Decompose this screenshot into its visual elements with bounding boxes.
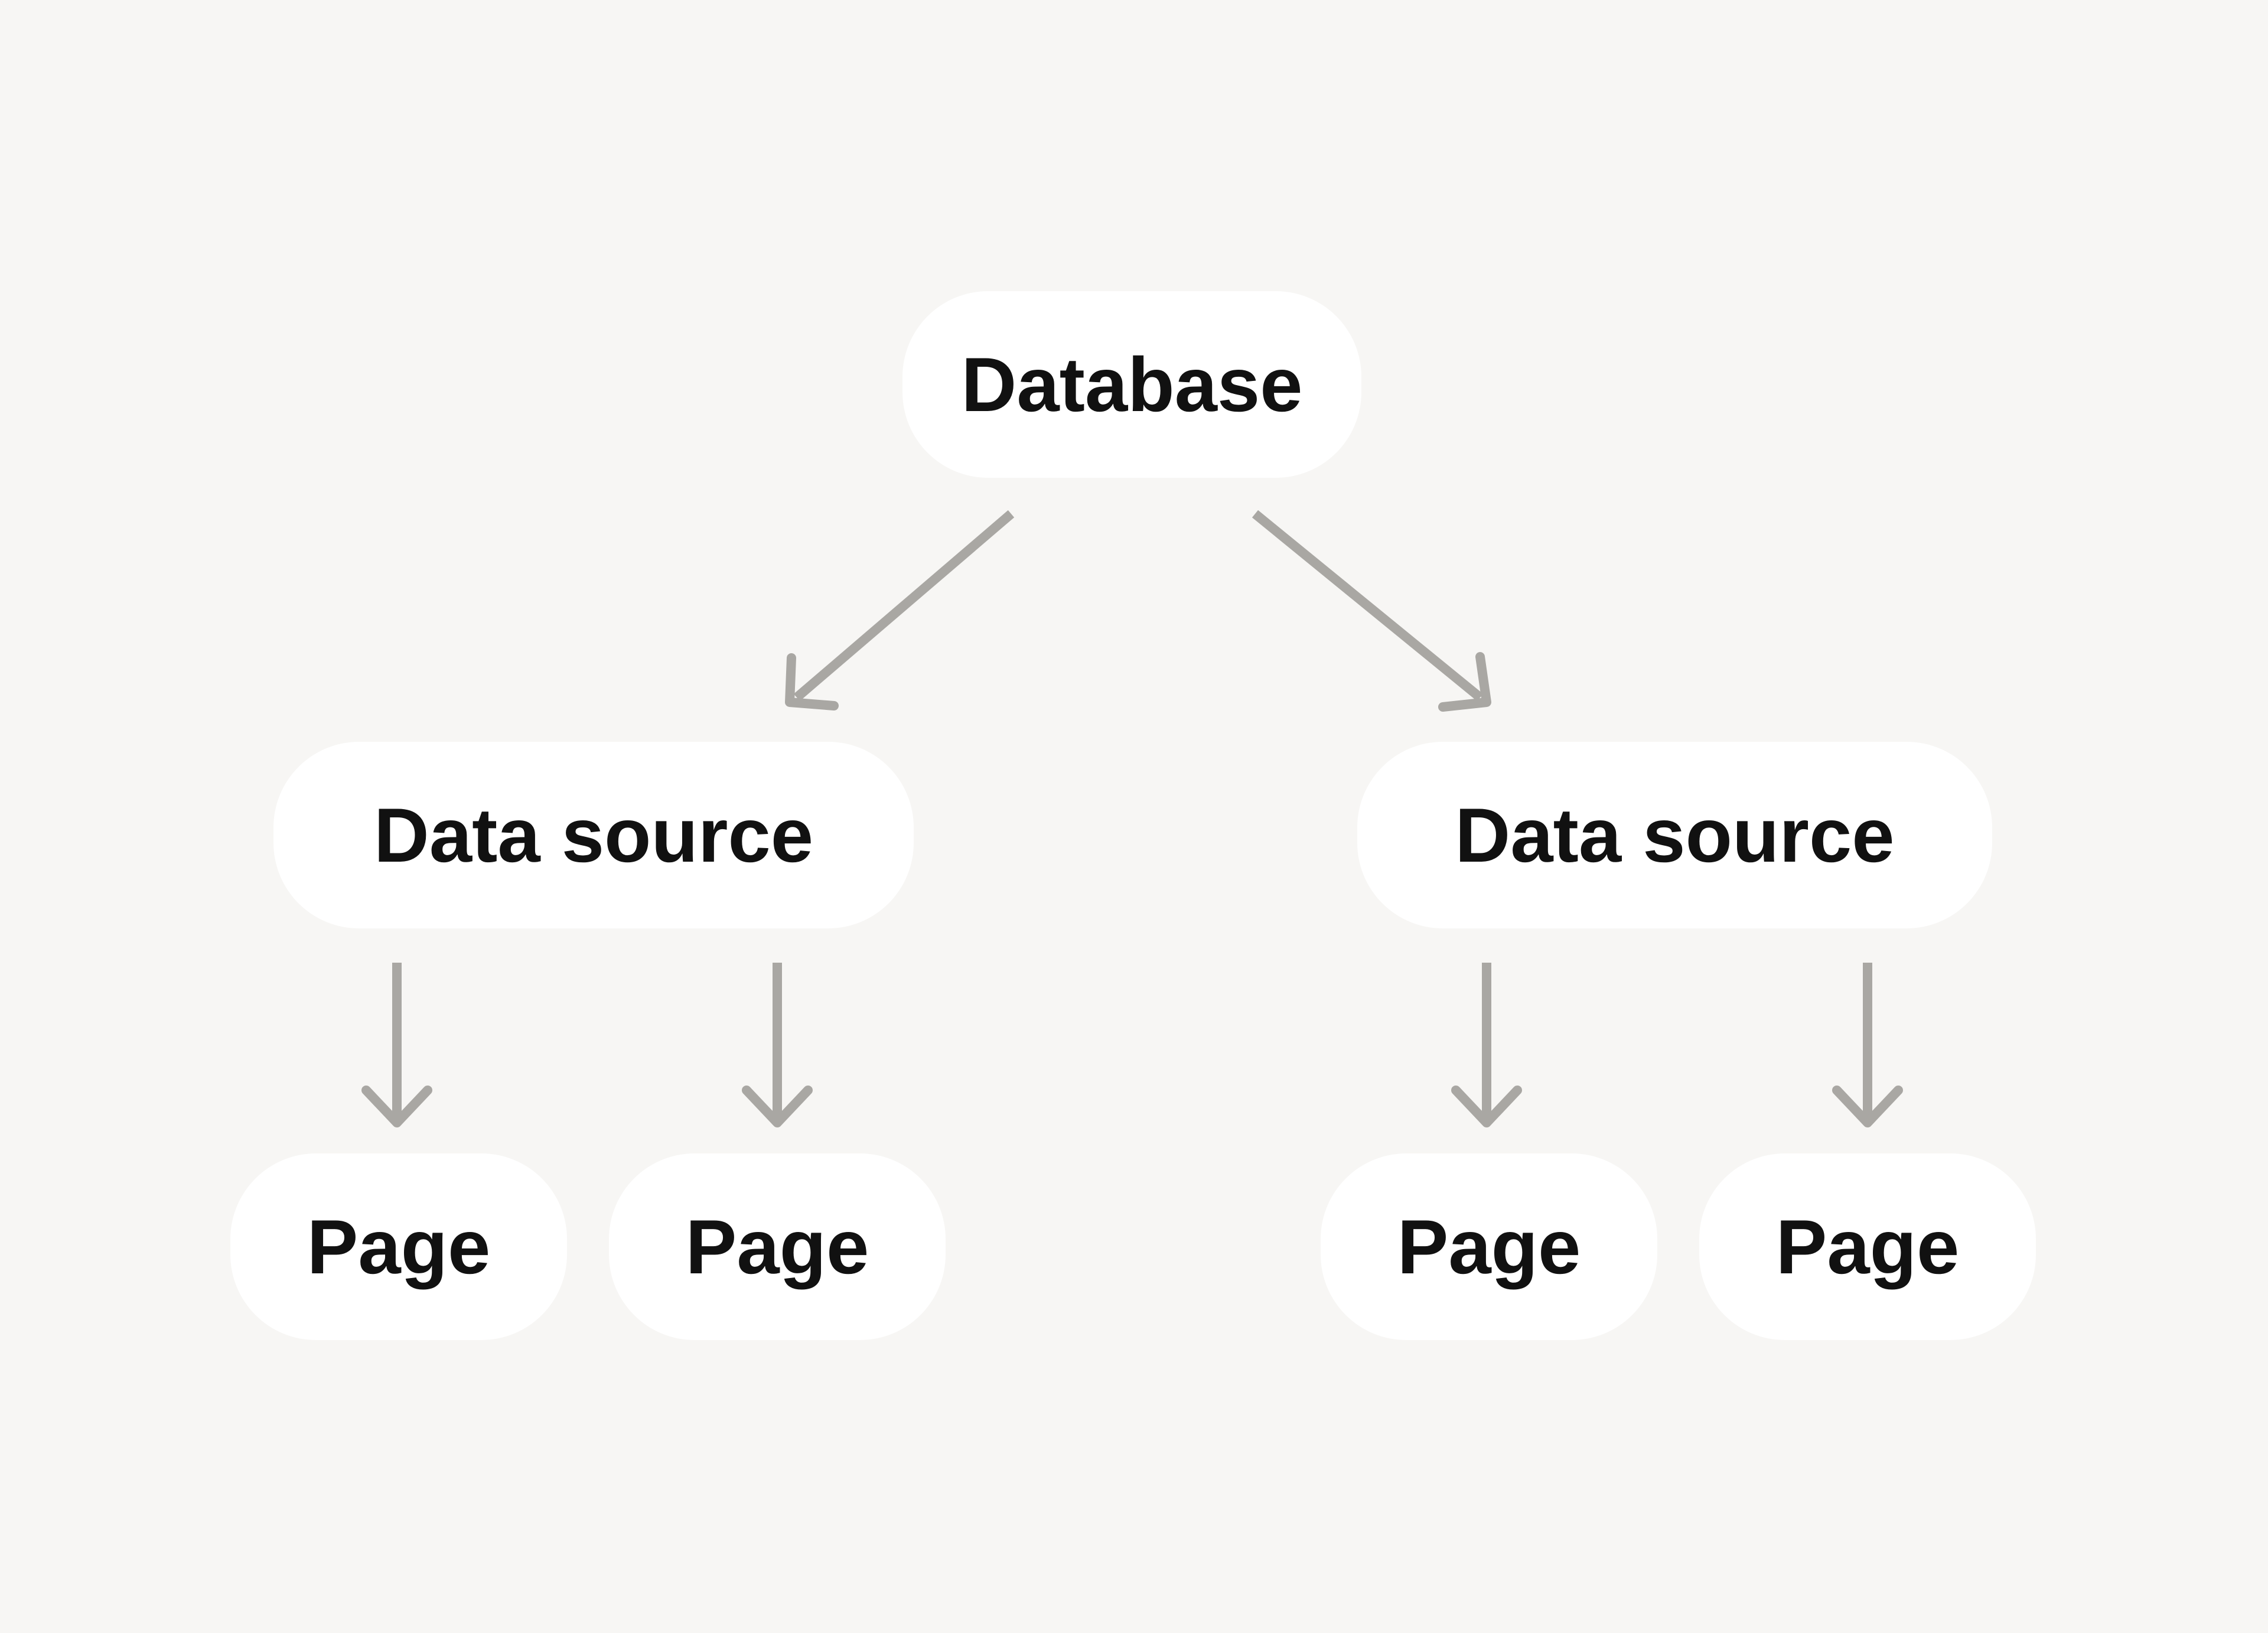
node-data-source-right: Data source xyxy=(1357,742,1992,928)
node-data-source-left-label: Data source xyxy=(373,792,814,878)
node-page-4: Page xyxy=(1699,1153,2036,1340)
node-database: Database xyxy=(902,291,1361,478)
arrow-right-datasource-to-page-3-icon xyxy=(1451,963,1522,1127)
node-page-2-label: Page xyxy=(685,1204,869,1290)
node-page-2: Page xyxy=(609,1153,946,1340)
arrow-left-datasource-to-page-2-icon xyxy=(742,963,813,1127)
arrow-database-to-right-datasource-icon xyxy=(1252,510,1491,712)
arrow-database-to-left-datasource-icon xyxy=(785,510,1015,710)
node-page-1-label: Page xyxy=(307,1204,491,1290)
node-page-4-label: Page xyxy=(1775,1204,1960,1290)
node-data-source-right-label: Data source xyxy=(1455,792,1895,878)
node-page-1: Page xyxy=(230,1153,567,1340)
node-page-3: Page xyxy=(1321,1153,1657,1340)
arrow-left-datasource-to-page-1-icon xyxy=(361,963,432,1127)
node-data-source-left: Data source xyxy=(273,742,914,928)
node-page-3-label: Page xyxy=(1397,1204,1581,1290)
node-database-label: Database xyxy=(961,341,1303,428)
arrow-right-datasource-to-page-4-icon xyxy=(1832,963,1903,1127)
